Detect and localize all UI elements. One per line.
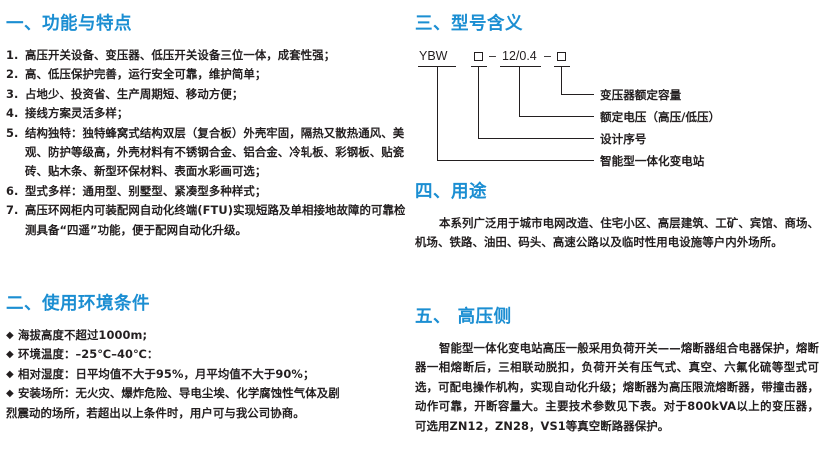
model-designation-diagram: YBW – 12/0.4 – 变压器额定容量 额定电压（高压/低压） [415, 49, 819, 169]
list-item-number: 4. [6, 106, 19, 121]
list-item-number: 1. [6, 48, 19, 62]
section-features: 一、功能与特点 1. 高压开关设备、变压器、低压开关设备三位一体，成套性强； 2… [6, 14, 406, 240]
list-item-number: 2. [6, 67, 19, 82]
callout-3-label: 设计序号 [600, 132, 647, 146]
diamond-bullet-icon: ◆ [6, 368, 14, 380]
diamond-bullet-icon: ◆ [6, 330, 14, 341]
callout-4-vline [437, 66, 438, 160]
high-voltage-paragraph: 智能型一体化变电站高压一般采用负荷开关——熔断器组合电器保护，熔断器一相熔断后，… [415, 341, 819, 433]
list-item: ◆ 相对湿度：日平均值不大于95%，月平均值不大于90%； [6, 365, 406, 384]
model-code-box-1 [474, 52, 483, 61]
list-item: 2. 高、低压保护完善，运行安全可靠，维护简单； [6, 65, 406, 84]
list-item-continuation: 烈震动的场所，若超出以上条件时，用户可与我公司协商。 [6, 404, 406, 423]
section-environment: 二、使用环境条件 ◆ 海拔高度不超过1000m; ◆ 环境温度：–25℃–40℃… [6, 294, 406, 423]
callout-1-hline [561, 94, 594, 95]
list-item-text: 高压环网柜内可装配网自动化终端(FTU)实现短路及单相接地故障的可靠检测具备“四… [25, 203, 406, 237]
section-usage: 四、用途 本系列广泛用于城市电网改造、住宅小区、高层建筑、工矿、宾馆、商场、机场… [415, 182, 819, 253]
section-features-heading: 一、功能与特点 [6, 14, 132, 34]
list-item: ◆ 海拔高度不超过1000m; [6, 326, 406, 345]
list-item-text: 安装场所：无火灾、爆炸危险、导电尘埃、化学腐蚀性气体及剧 [18, 386, 340, 401]
usage-paragraph: 本系列广泛用于城市电网改造、住宅小区、高层建筑、工矿、宾馆、商场、机场、铁路、油… [415, 216, 819, 250]
list-item: 3. 占地少、投资省、生产周期短、移动方便； [6, 85, 406, 104]
list-item: 7. 高压环网柜内可装配网自动化终端(FTU)实现短路及单相接地故障的可靠检测具… [6, 201, 406, 240]
section-high-voltage: 五、 高压侧 智能型一体化变电站高压一般采用负荷开关——熔断器组合电器保护，熔断… [415, 307, 819, 436]
model-underline-voltage [500, 66, 541, 67]
model-code-dash-2: – [544, 49, 551, 63]
diamond-bullet-icon: ◆ [6, 388, 14, 400]
callout-1-label: 变压器额定容量 [600, 88, 682, 102]
list-item-text: 环境温度：–25℃–40℃： [18, 347, 159, 362]
list-item-number: 6. [6, 183, 19, 198]
callout-1-vline [561, 66, 562, 94]
model-code-prefix: YBW [419, 49, 448, 63]
callout-2-vline [519, 66, 520, 116]
list-item-text: 占地少、投资省、生产周期短、移动方便； [25, 86, 244, 101]
section-model-designation: 三、型号含义 YBW – 12/0.4 – 变压器额定容量 [415, 14, 819, 169]
callout-2-hline [519, 116, 594, 117]
list-item: 5. 结构独特：独特蜂窝式结构双层（复合板）外壳牢固，隔热又散热通风、美观、防护… [6, 124, 406, 182]
callout-4-label: 智能型一体化变电站 [600, 154, 705, 168]
list-item: ◆ 安装场所：无火灾、爆炸危险、导电尘埃、化学腐蚀性气体及剧 [6, 384, 406, 403]
list-item-text: 相对湿度：日平均值不大于95%，月平均值不大于90%； [18, 366, 315, 381]
list-item-text: 海拔高度不超过1000m; [18, 328, 148, 342]
section-model-heading: 三、型号含义 [415, 14, 523, 34]
list-item-text: 结构独特：独特蜂窝式结构双层（复合板）外壳牢固，隔热又散热通风、美观、防护等级高… [25, 125, 405, 179]
model-code-dash-1: – [489, 49, 496, 63]
callout-4-hline [437, 160, 594, 161]
diamond-bullet-icon: ◆ [6, 349, 14, 361]
environment-list: ◆ 海拔高度不超过1000m; ◆ 环境温度：–25℃–40℃： ◆ 相对湿度：… [6, 326, 406, 423]
list-item: 1. 高压开关设备、变压器、低压开关设备三位一体，成套性强； [6, 46, 406, 65]
list-item: 4. 接线方案灵活多样； [6, 104, 406, 123]
list-item-number: 3. [6, 86, 19, 101]
list-item-text: 高、低压保护完善，运行安全可靠，维护简单； [25, 67, 267, 82]
list-item-text: 烈震动的场所，若超出以上条件时，用户可与我公司协商。 [6, 405, 305, 420]
callout-3-vline [478, 66, 479, 138]
callout-3-hline [478, 138, 594, 139]
list-item-number: 5. [6, 125, 19, 140]
list-item-text: 型式多样：通用型、别墅型、紧凑型多种样式； [25, 183, 267, 198]
callout-2-label: 额定电压（高压/低压） [600, 110, 721, 124]
list-item: 6. 型式多样：通用型、别墅型、紧凑型多种样式； [6, 182, 406, 201]
list-item: ◆ 环境温度：–25℃–40℃： [6, 345, 406, 364]
model-code-box-2 [557, 52, 566, 61]
list-item-text: 接线方案灵活多样； [25, 106, 129, 121]
model-underline-box-2 [554, 66, 570, 67]
model-underline-box-1 [471, 66, 487, 67]
list-item-number: 7. [6, 203, 19, 218]
section-environment-heading: 二、使用环境条件 [6, 294, 150, 314]
list-item-text: 高压开关设备、变压器、低压开关设备三位一体，成套性强； [25, 48, 336, 62]
section-usage-heading: 四、用途 [415, 182, 487, 202]
section-high-voltage-heading: 五、 高压侧 [415, 307, 512, 327]
features-list: 1. 高压开关设备、变压器、低压开关设备三位一体，成套性强； 2. 高、低压保护… [6, 46, 406, 240]
model-code-voltage: 12/0.4 [502, 49, 537, 63]
